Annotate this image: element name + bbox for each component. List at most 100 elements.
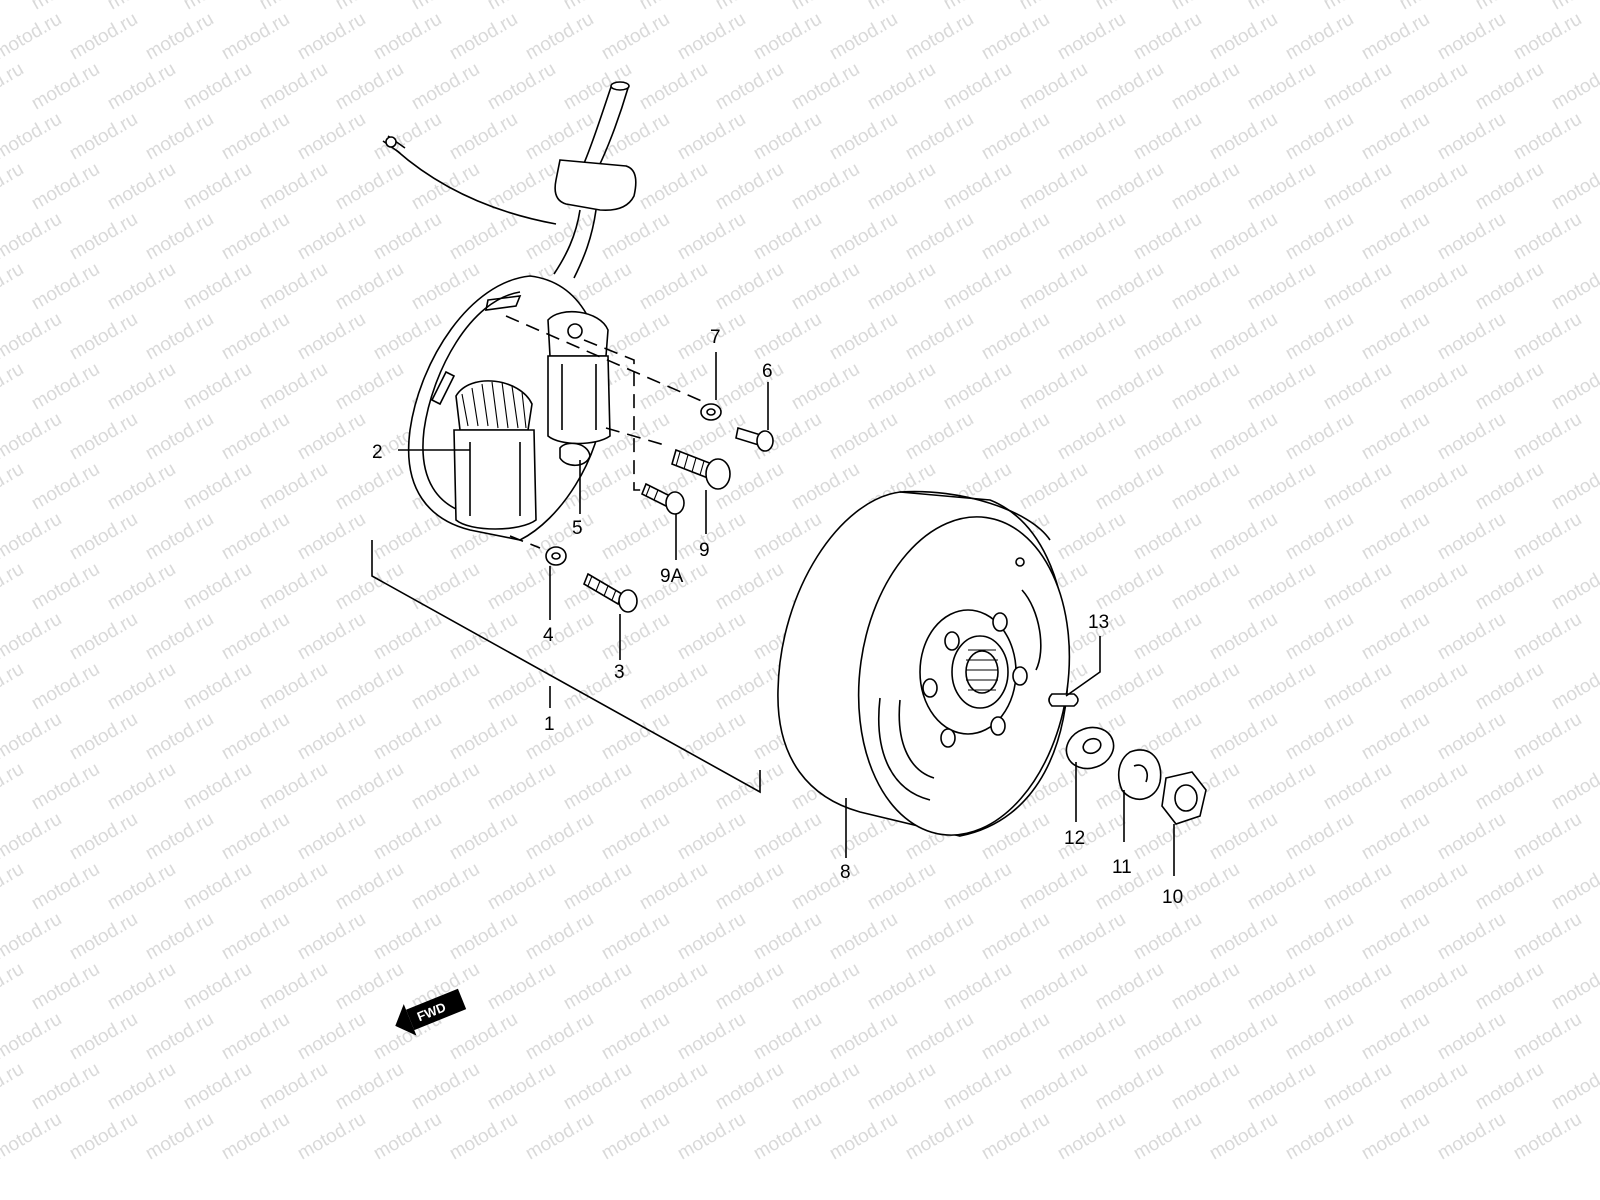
watermark-text: motod.ru [294,609,369,665]
flywheel-hole-2 [992,612,1008,632]
watermark-text: motod.ru [0,1059,27,1115]
watermark-text: motod.ru [218,1109,293,1165]
watermark-text: motod.ru [750,109,825,165]
watermark-text: motod.ru [1130,9,1205,65]
watermark-text: motod.ru [636,659,711,715]
screw-3-thread [587,575,617,601]
watermark-text: motod.ru [1510,509,1585,565]
watermark-text: motod.ru [1548,759,1600,815]
watermark-text: motod.ru [598,809,673,865]
watermark-text: motod.ru [1320,959,1395,1015]
watermark-text: motod.ru [1092,659,1167,715]
watermark-text: motod.ru [256,159,331,215]
watermark-text: motod.ru [180,559,255,615]
watermark-text: motod.ru [978,209,1053,265]
watermark-text: motod.ru [1130,409,1205,465]
watermark-text: motod.ru [332,759,407,815]
flywheel-hole-5 [940,728,956,748]
watermark-text: motod.ru [28,259,103,315]
watermark-text: motod.ru [1168,359,1243,415]
watermark-text: motod.ru [66,209,141,265]
watermark-text: motod.ru [1548,159,1600,215]
watermark-text: motod.ru [370,609,445,665]
watermark-text: motod.ru [826,9,901,65]
watermark-text: motod.ru [1434,9,1509,65]
watermark-text: motod.ru [1016,1059,1091,1115]
callout-12: 12 [1064,828,1085,849]
flywheel-bore [965,650,999,694]
flywheel-hole-1 [944,631,960,651]
watermark-text: motod.ru [750,1009,825,1065]
callout-13: 13 [1088,612,1109,633]
watermark-text: motod.ru [1548,459,1600,515]
watermark-text: motod.ru [484,759,559,815]
watermark-text: motod.ru [1396,0,1471,14]
watermark-text: motod.ru [180,359,255,415]
watermark-text: motod.ru [978,109,1053,165]
watermark-text: motod.ru [1130,109,1205,165]
watermark-text: motod.ru [1358,509,1433,565]
watermark-text: motod.ru [1282,909,1357,965]
watermark-text: motod.ru [978,309,1053,365]
watermark-text: motod.ru [712,0,787,14]
screw-9a-thread [645,485,659,501]
watermark-text: motod.ru [636,759,711,815]
watermark-text: motod.ru [712,559,787,615]
watermark-text: motod.ru [1510,409,1585,465]
watermark-text: motod.ru [1472,159,1547,215]
watermark-text: motod.ru [1282,309,1357,365]
watermark-text: motod.ru [294,1009,369,1065]
watermark-text: motod.ru [0,809,65,865]
watermark-text: motod.ru [712,1059,787,1115]
watermark-text: motod.ru [1548,559,1600,615]
watermark-text: motod.ru [1244,459,1319,515]
watermark-text: motod.ru [674,909,749,965]
watermark-text: motod.ru [1054,509,1129,565]
watermark-text: motod.ru [522,809,597,865]
watermark-text: motod.ru [1130,909,1205,965]
watermark-text: motod.ru [788,0,863,14]
watermark-text: motod.ru [1358,109,1433,165]
watermark-text: motod.ru [788,959,863,1015]
watermark-text: motod.ru [978,1109,1053,1165]
watermark-text: motod.ru [1548,359,1600,415]
watermark-text: motod.ru [750,209,825,265]
watermark-text: motod.ru [598,909,673,965]
watermark-text: motod.ru [1206,909,1281,965]
watermark-text: motod.ru [522,9,597,65]
watermark-text: motod.ru [1130,609,1205,665]
guide-line-7 [505,315,705,403]
crank-hardware [1048,693,1207,825]
watermark-text: motod.ru [218,1009,293,1065]
watermark-text: motod.ru [256,0,331,14]
watermark-text: motod.ru [256,859,331,915]
watermark-text: motod.ru [1016,159,1091,215]
watermark-text: motod.ru [370,709,445,765]
watermark-text: motod.ru [1396,459,1471,515]
watermark-text: motod.ru [1282,409,1357,465]
watermark-text: motod.ru [940,359,1015,415]
watermark-text: motod.ru [332,159,407,215]
watermark-text: motod.ru [1092,559,1167,615]
washer-12 [1065,726,1115,770]
watermark-text: motod.ru [1282,9,1357,65]
watermark-text: motod.ru [1244,259,1319,315]
watermark-text: motod.ru [28,59,103,115]
watermark-text: motod.ru [902,109,977,165]
watermark-text: motod.ru [826,309,901,365]
watermark-text: motod.ru [1092,0,1167,14]
watermark-text: motod.ru [1472,859,1547,915]
watermark-text: motod.ru [598,1109,673,1165]
watermark-text: motod.ru [1548,959,1600,1015]
lock-washer-11 [1117,749,1162,801]
watermark-text: motod.ru [0,659,27,715]
flywheel-marker-dot [1015,557,1025,567]
watermark-text: motod.ru [256,459,331,515]
watermark-text: motod.ru [712,259,787,315]
watermark-text: motod.ru [826,1109,901,1165]
watermark-text: motod.ru [1472,0,1547,14]
watermark-text: motod.ru [1396,959,1471,1015]
watermark-text: motod.ru [1358,1009,1433,1065]
watermark-text: motod.ru [294,309,369,365]
watermark-text: motod.ru [674,1009,749,1065]
